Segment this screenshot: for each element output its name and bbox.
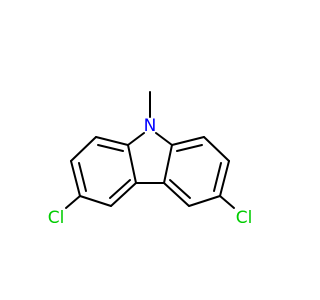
bond-left-1 [95,136,129,146]
bond-c8a-c4a [127,144,137,184]
chlorine-right-atom-label: Cl [236,208,253,228]
bond-left-5-inner [109,179,131,199]
bond-left-2 [70,136,97,162]
bond-left-3-inner [78,162,87,192]
nitrogen-atom-label: N [144,116,157,136]
bond-right-4 [188,195,221,207]
chlorine-left-atom-label: Cl [48,208,65,228]
bond-right-5 [163,182,190,207]
bond-right-1-inner [176,144,203,152]
bond-right-3 [219,160,230,197]
bond-c-cl-right [219,195,235,209]
bond-c-cl-left [65,195,81,209]
bond-right-1 [171,136,205,146]
bond-right-3-inner [213,162,222,192]
bond-n-c9a [155,132,173,146]
molecule-drawing: N Cl Cl [48,91,253,228]
bond-c9a-c4b [163,144,173,184]
structure-canvas: N Cl Cl [47,91,253,228]
bond-right-5-inner [169,179,191,199]
bond-right-2 [203,136,230,162]
bond-left-1-inner [97,144,124,152]
bond-n-c8a [127,132,145,146]
bond-left-4 [79,195,112,207]
bond-left-5 [110,182,137,207]
bond-left-3 [70,160,81,197]
